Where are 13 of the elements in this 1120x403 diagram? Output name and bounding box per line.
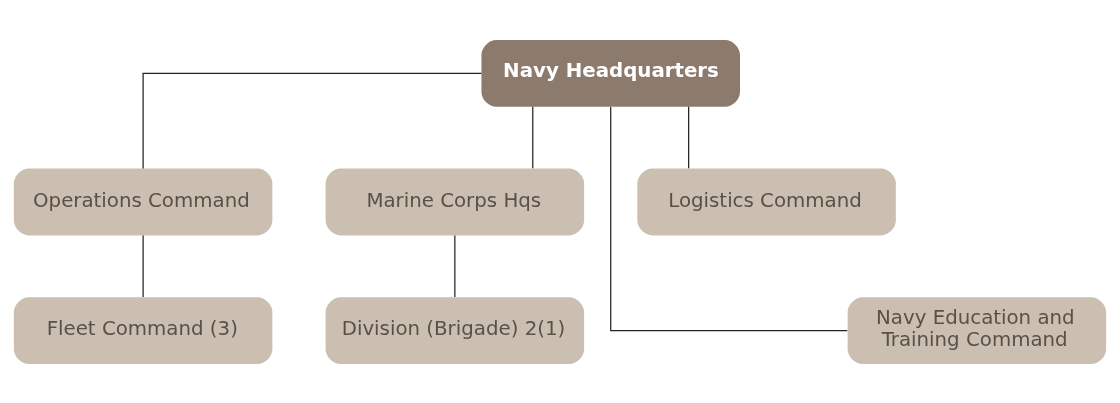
node-box: Navy Education and Training Command — [847, 296, 1107, 364]
connector — [142, 72, 482, 169]
node-box: Division (Brigade) 2(1) — [325, 296, 585, 364]
connector — [688, 105, 690, 169]
connector — [142, 234, 144, 298]
node-box: Navy Headquarters — [481, 39, 740, 107]
connector — [532, 105, 534, 169]
node-box: Logistics Command — [637, 168, 896, 235]
node-box: Operations Command — [13, 168, 273, 235]
connector — [610, 105, 848, 331]
node-box: Fleet Command (3) — [13, 296, 273, 364]
connector — [454, 234, 456, 298]
node-box: Marine Corps Hqs — [325, 168, 585, 235]
